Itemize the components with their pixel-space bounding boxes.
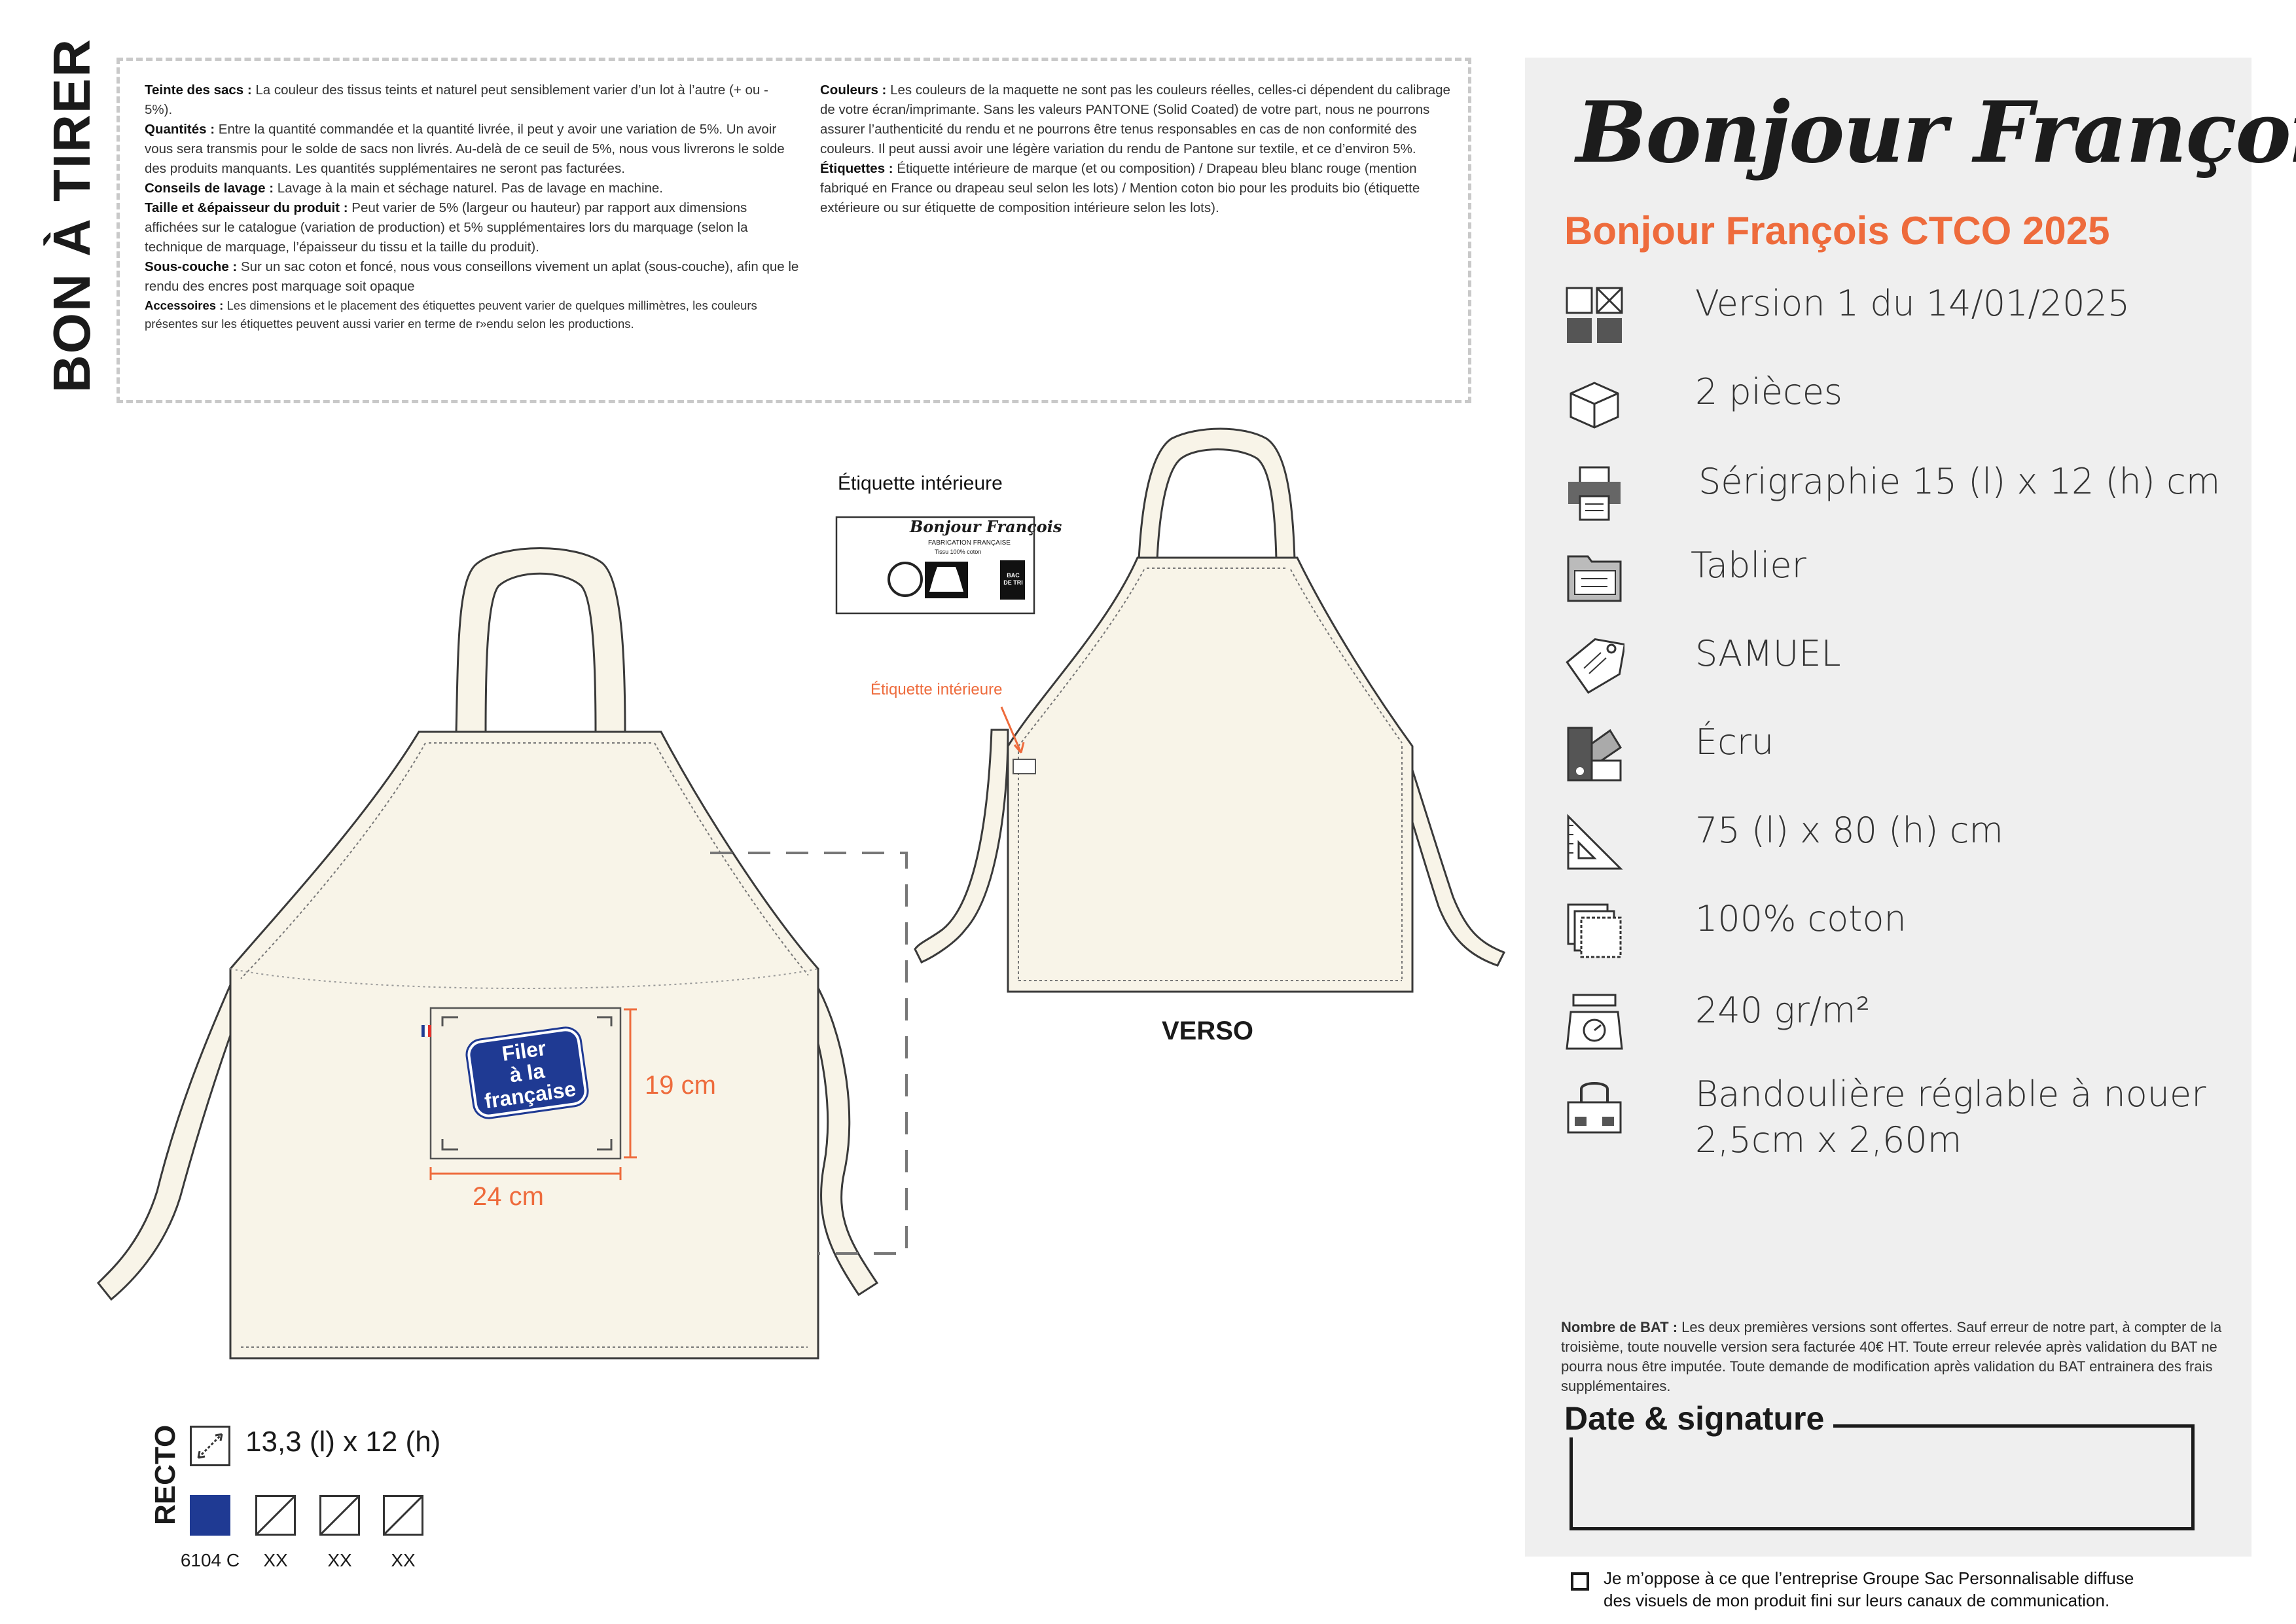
swatch-empty-1 [255, 1495, 296, 1536]
verso-apron [914, 427, 1506, 993]
note-couleurs: Couleurs : Les couleurs de la maquette n… [820, 82, 1450, 156]
spec-model: SAMUEL [1564, 630, 2219, 702]
printer-icon [1568, 466, 1621, 521]
optout-checkbox[interactable] [1571, 1572, 1589, 1591]
spec-model-text: SAMUEL [1695, 633, 1841, 674]
set-square-icon [1567, 814, 1623, 870]
inner-label-line1: FABRICATION FRANÇAISE [928, 539, 1011, 547]
spec-print: Sérigraphie 15 (l) x 12 (h) cm [1564, 458, 2221, 530]
note-teinte: Teinte des sacs : La couleur des tissus … [145, 82, 768, 117]
signature-box[interactable] [1570, 1424, 2195, 1530]
recto-apron [96, 547, 879, 1360]
spec-dimensions: 75 (l) x 80 (h) cm [1564, 807, 2219, 879]
spec-version: Version 1 du 14/01/2025 [1564, 280, 2219, 352]
inner-label-line2: Tissu 100% coton [935, 549, 982, 555]
spec-quantity: 2 pièces [1564, 369, 2219, 441]
spec-weight-text: 240 gr/m² [1695, 990, 1871, 1031]
swatch-empty-2 [319, 1495, 360, 1536]
height-dimension: 19 cm [645, 1071, 716, 1100]
scale-icon [1566, 994, 1623, 1050]
folder-icon [1567, 555, 1622, 602]
note-accessoires: Accessoires : Les dimensions et le place… [145, 298, 757, 331]
bac-de-tri-icon [1000, 560, 1025, 600]
project-title: Bonjour François CTCO 2025 [1564, 209, 2110, 253]
swatch-label-2: XX [263, 1550, 288, 1570]
signature-label: Date & signature [1564, 1399, 1834, 1437]
zoom-bracket [710, 852, 908, 1255]
recto-label: RECTO [149, 1424, 181, 1525]
inner-label-bac: BAC DE TRI [1003, 572, 1023, 586]
apron-drawings [96, 427, 1506, 1360]
version-grid-icon [1566, 287, 1623, 343]
print-design: Filer à la française [458, 1024, 596, 1122]
inner-label-card [835, 516, 1035, 615]
spec-color-text: Écru [1695, 721, 1774, 763]
spec-strap: Bandoulière réglable à nouer 2,5cm x 2,6… [1564, 1071, 2219, 1169]
spec-dimensions-text: 75 (l) x 80 (h) cm [1695, 810, 2003, 851]
box-icon [1570, 382, 1619, 429]
inner-label-title: Étiquette intérieure [838, 473, 1003, 494]
bat-count-note: Nombre de BAT : Les deux premières versi… [1561, 1319, 2222, 1394]
spec-strap-text-2: 2,5cm x 2,60m [1695, 1119, 1962, 1161]
swatch-empty-3 [383, 1495, 423, 1536]
spec-version-text: Version 1 du 14/01/2025 [1695, 283, 2130, 324]
notes-left-column: Teinte des sacs : La couleur des tissus … [145, 81, 799, 333]
tag-icon [1566, 638, 1624, 695]
notes-right-column: Couleurs : Les couleurs de la maquette n… [820, 81, 1455, 218]
swatch-label-4: XX [391, 1550, 416, 1570]
spec-color: Écru [1564, 719, 2219, 791]
recto-size-text: 13,3 (l) x 12 (h) [245, 1426, 441, 1458]
spec-material-text: 100% coton [1695, 898, 1907, 939]
spec-weight: 240 gr/m² [1564, 987, 2219, 1059]
print-size-icon [190, 1426, 230, 1466]
swatch-6104c [190, 1495, 230, 1536]
note-taille: Taille et &épaisseur du produit : Peut v… [145, 200, 748, 255]
spec-material: 100% coton [1564, 895, 2219, 967]
verso-pointer-label: Étiquette intérieure [870, 681, 1003, 698]
optout-row: Je m’oppose à ce que l’entreprise Groupe… [1571, 1558, 2265, 1610]
note-lavage: Conseils de lavage : Lavage à la main et… [145, 181, 663, 196]
swatch-label-1: 6104 C [180, 1550, 240, 1570]
brand-logo: Bonjour François [1576, 84, 2296, 182]
spec-quantity-text: 2 pièces [1695, 371, 1843, 412]
product-info-panel: Bonjour François Bonjour François CTCO 2… [1525, 58, 2296, 1557]
color-swatch-icon [1567, 727, 1623, 782]
spec-product-type: Tablier [1564, 542, 2219, 614]
swatch-label-3: XX [327, 1550, 352, 1570]
notes-box: Teinte des sacs : La couleur des tissus … [117, 58, 1471, 403]
spec-product-type-text: Tablier [1691, 545, 1806, 586]
inner-label-brand: Bonjour François [910, 517, 1062, 536]
bag-handle-icon [1567, 1082, 1622, 1134]
note-sous-couche: Sous-couche : Sur un sac coton et foncé,… [145, 259, 799, 294]
fabric-icon [1567, 903, 1622, 958]
verso-caption: VERSO [1162, 1017, 1254, 1045]
note-quantites: Quantités : Entre la quantité commandée … [145, 122, 785, 176]
note-etiquettes: Étiquettes : Étiquette intérieure de mar… [820, 161, 1420, 215]
recycle-person-icon [888, 562, 923, 597]
optout-text: Je m’oppose à ce que l’entreprise Groupe… [1604, 1568, 2134, 1610]
spec-strap-text: Bandoulière réglable à nouer [1695, 1074, 2206, 1115]
width-dimension: 24 cm [473, 1182, 544, 1211]
spec-print-text: Sérigraphie 15 (l) x 12 (h) cm [1698, 461, 2221, 502]
